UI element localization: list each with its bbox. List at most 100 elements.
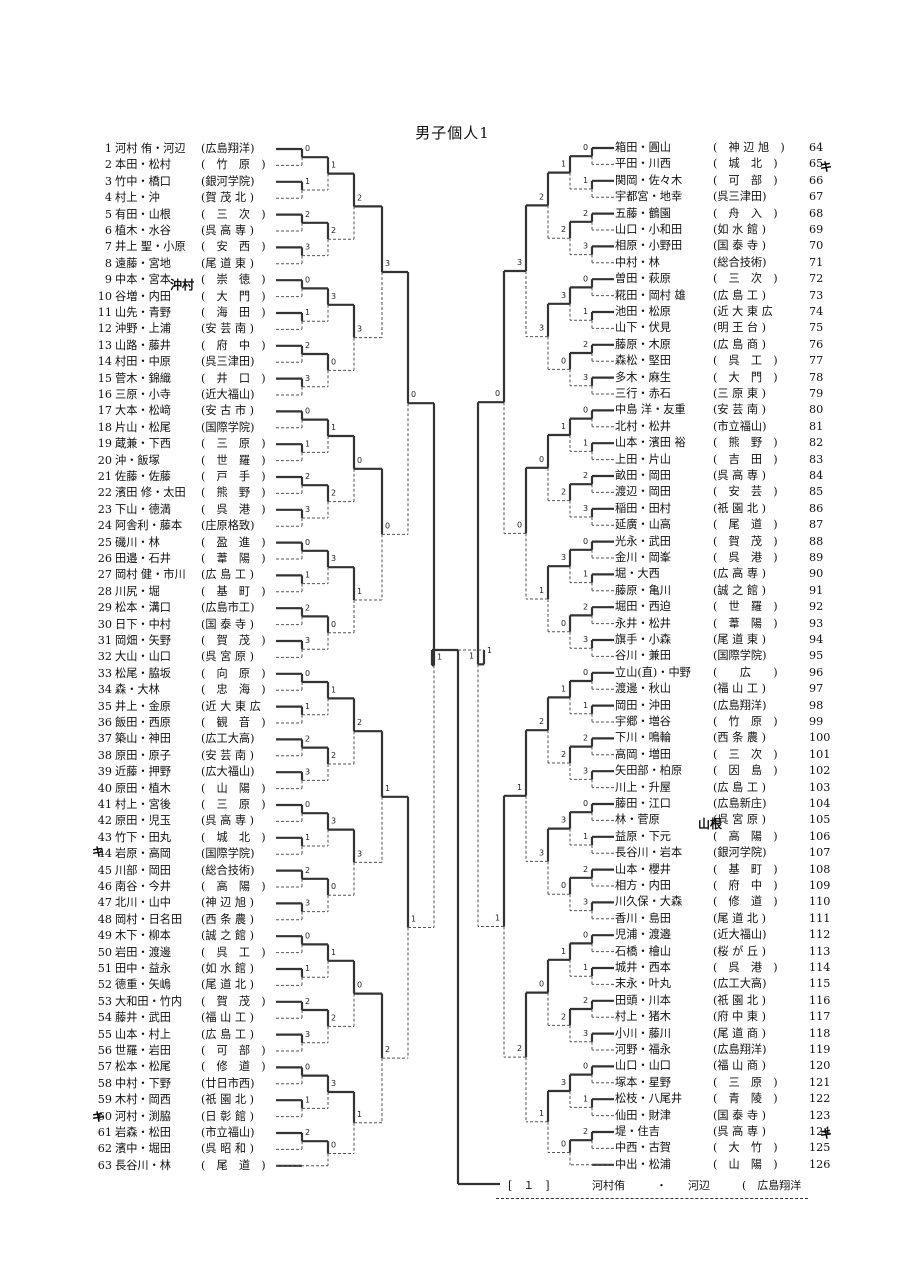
entry-names: 下川・鳴輪 <box>615 731 671 745</box>
entry-number: 109 <box>809 879 831 892</box>
entry-number: 26 <box>97 552 112 565</box>
score-label: 0 <box>331 357 336 366</box>
score-label: 2 <box>583 209 588 218</box>
score-label: 3 <box>331 554 336 563</box>
entry-names: 沖野・上浦 <box>115 322 171 336</box>
entry-names: 下山・德満 <box>115 502 171 516</box>
entry-number: 53 <box>97 994 112 1008</box>
entry-names: 森松・堅田 <box>615 354 671 368</box>
entry-team: (広 島 工 ) <box>713 288 766 302</box>
entry-number: 38 <box>97 748 112 762</box>
score-label: 3 <box>583 504 588 513</box>
entry-number: 76 <box>809 337 824 351</box>
entry-team: (近大福山) <box>713 928 767 942</box>
score-label: 2 <box>561 1012 566 1021</box>
entry-number: 72 <box>809 272 824 286</box>
entry-team: ( 青 陵 ) <box>713 1092 778 1106</box>
entry-names: 立山(直)・中野 <box>615 665 691 679</box>
score-label: 1 <box>583 832 588 841</box>
entry-number: 112 <box>809 928 831 942</box>
score-label: 3 <box>385 259 390 268</box>
entry-number: 71 <box>809 255 824 269</box>
score-label: 3 <box>305 374 310 383</box>
entry-number: 5 <box>104 207 112 221</box>
entry-team: (呉 宮 原 ) <box>713 813 766 827</box>
entry-names: 矢田部・柏原 <box>615 764 683 778</box>
score-label: 2 <box>561 225 566 234</box>
entry-team: ( 城 北 ) <box>713 157 778 171</box>
entry-names: 井上・金原 <box>115 699 171 713</box>
entry-team: (呉 宮 原 ) <box>201 650 254 664</box>
entry-names: 松枝・八尾井 <box>615 1092 683 1106</box>
score-label: 1 <box>305 308 310 317</box>
entry-number: 45 <box>97 863 112 877</box>
score-label: 3 <box>561 553 566 562</box>
score-label: 2 <box>539 717 544 726</box>
entry-number: 20 <box>97 453 112 467</box>
entry-number: 95 <box>809 649 824 663</box>
entry-names: 仙田・財津 <box>615 1108 671 1122</box>
entry-team: ( 城 北 ) <box>201 830 266 844</box>
score-label: 1 <box>561 160 566 169</box>
entry-names: 川上・升屋 <box>615 780 671 794</box>
champion-rank: [ １ ] <box>508 1179 550 1192</box>
entry-number: 44 <box>97 847 112 861</box>
entry-names: 川部・岡田 <box>115 863 171 877</box>
entry-team: ( 崇 徳 ) <box>201 273 266 287</box>
entry-number: 62 <box>97 1142 112 1156</box>
entry-number: 123 <box>809 1108 831 1122</box>
entry-number: 92 <box>809 600 824 614</box>
score-label: 3 <box>583 242 588 251</box>
entry-team: (広 島 工 ) <box>713 780 766 794</box>
entry-names: 中島 洋・友重 <box>615 403 686 417</box>
score-label: 0 <box>305 931 310 940</box>
entry-number: 37 <box>97 732 112 746</box>
entry-number: 14 <box>97 355 112 369</box>
entry-number: 83 <box>809 452 824 466</box>
entry-team: ( 府 中 ) <box>713 879 778 892</box>
entry-number: 10 <box>97 289 112 303</box>
score-label: 0 <box>583 799 588 808</box>
score-label: 1 <box>561 422 566 431</box>
entry-names: 金川・岡峯 <box>615 551 671 564</box>
entry-number: 49 <box>97 929 112 943</box>
entry-names: 濱中・堀田 <box>115 1142 171 1156</box>
entry-team: ( 忠 海 ) <box>201 683 266 697</box>
score-label: 0 <box>539 980 544 989</box>
entry-names: 宇都宮・地幸 <box>615 190 683 204</box>
entry-number: 34 <box>97 683 112 697</box>
entry-number: 57 <box>97 1060 112 1074</box>
entry-team: (広 高 専 ) <box>713 567 766 581</box>
entry-names: 畝田・岡田 <box>615 469 671 482</box>
entry-team: (総合技術) <box>713 255 767 269</box>
entry-team: (明 王 台 ) <box>713 321 766 335</box>
entry-number: 78 <box>809 370 824 384</box>
entry-team: ( 舟 入 ) <box>713 206 778 220</box>
entry-number: 100 <box>809 731 831 745</box>
entry-number: 9 <box>104 273 112 287</box>
entry-team: (祇 園 北 ) <box>713 993 766 1007</box>
